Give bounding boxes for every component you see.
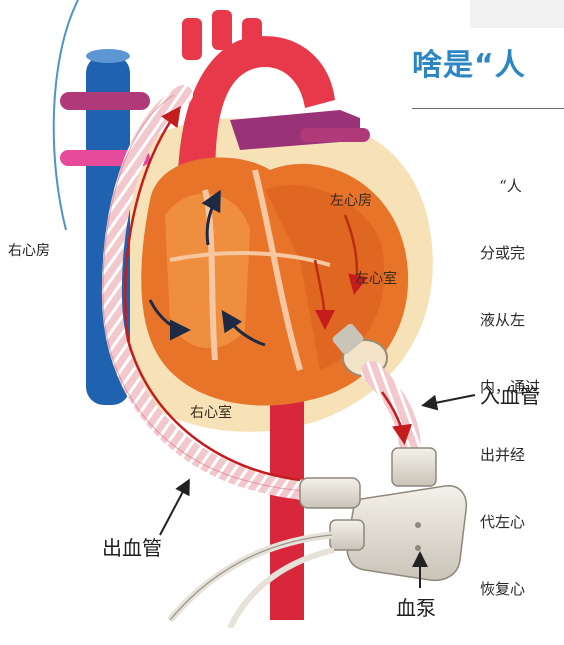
label-inflow-tube: 入血管 (480, 380, 540, 409)
decorative-arc (54, 0, 78, 230)
article-title: 啥是“人 (412, 40, 526, 84)
pulmonary-artery-upper (60, 92, 150, 110)
body-line: “人 (480, 175, 564, 197)
title-rule (412, 108, 564, 109)
label-blood-pump: 血泵 (396, 592, 436, 621)
driveline (170, 535, 332, 620)
pump-outlet (300, 478, 360, 508)
label-outflow-tube: 出血管 (102, 532, 162, 561)
label-right-atrium: 右心房 (8, 240, 50, 260)
inflow-pointer (425, 395, 475, 405)
body-line: 液从左 (480, 309, 564, 331)
label-right-ventricle: 右心室 (190, 402, 232, 422)
body-line: 代左心 (480, 511, 564, 533)
pump-connector-top (392, 448, 436, 486)
pump-body (347, 486, 466, 581)
body-line: 分或完 (480, 242, 564, 264)
label-left-ventricle: 左心室 (355, 268, 397, 288)
outflow-pointer (160, 482, 188, 535)
label-left-atrium: 左心房 (330, 190, 372, 210)
descending-aorta (270, 380, 304, 620)
infographic: 啥是“人 “人 分或完 液从左 内，通过 出并经 代左心 恢复心 右心房 左心房… (0, 0, 564, 628)
body-line: 出并经 (480, 444, 564, 466)
body-line: 恢复心 (480, 578, 564, 600)
